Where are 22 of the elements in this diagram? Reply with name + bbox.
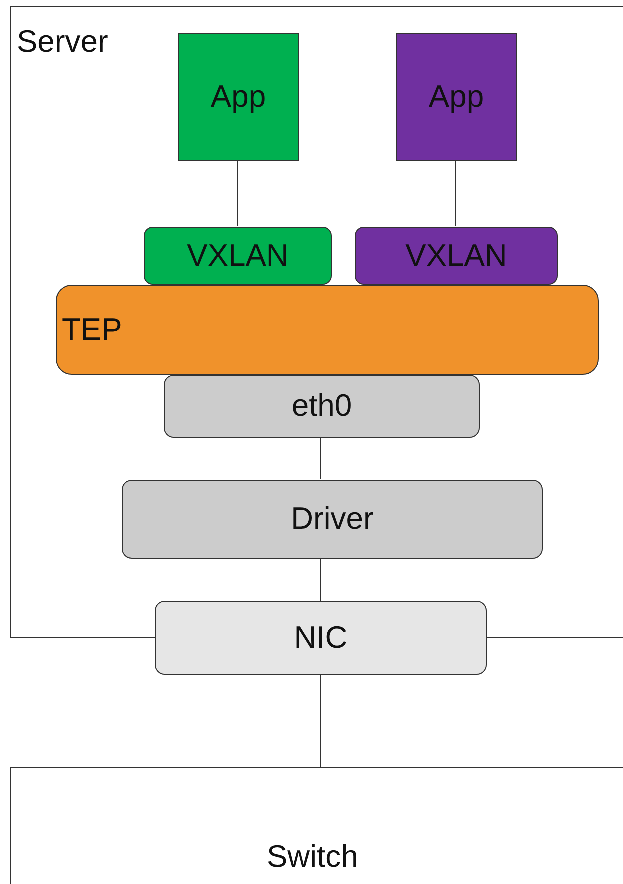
connector-line	[320, 558, 322, 602]
vxlan-box	[144, 227, 332, 285]
box-label: Server	[17, 25, 108, 60]
interface-box	[164, 375, 480, 438]
box-label: VXLAN	[406, 238, 508, 274]
box-label: Switch	[267, 840, 358, 874]
nic-box	[155, 601, 487, 675]
box-label: eth0	[292, 389, 352, 424]
vxlan-box	[355, 227, 558, 285]
box-label: Driver	[291, 502, 374, 537]
connector-line	[320, 674, 322, 768]
tep-box	[56, 285, 599, 375]
box-label: TEP	[62, 312, 122, 348]
switch-box	[10, 767, 623, 884]
box-label: App	[210, 80, 266, 114]
app-box	[396, 33, 517, 161]
connector-line	[320, 436, 322, 480]
app-box	[178, 33, 299, 161]
box-label: NIC	[294, 620, 348, 656]
box-label: VXLAN	[187, 238, 289, 274]
box-label: App	[428, 80, 484, 114]
driver-box	[122, 480, 543, 559]
